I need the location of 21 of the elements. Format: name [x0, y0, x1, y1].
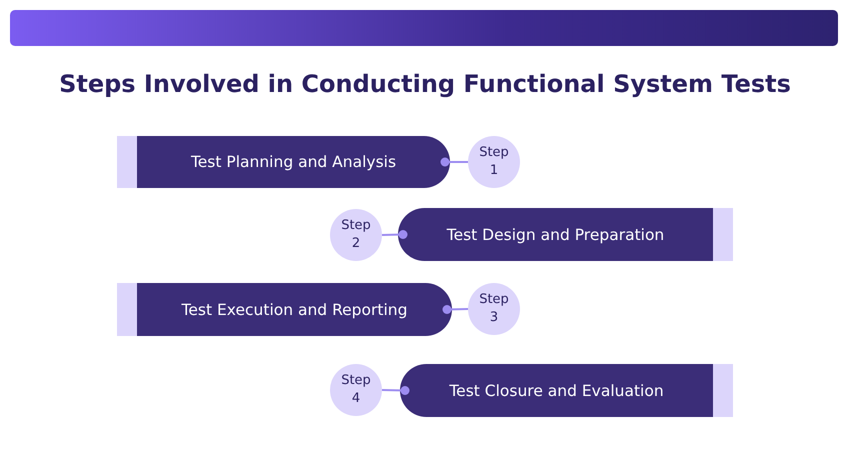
- step-title: Test Closure and Evaluation: [449, 382, 664, 400]
- connector-line: [440, 158, 468, 166]
- step-label: Step 2: [340, 217, 372, 253]
- step-banner: [137, 283, 452, 336]
- step-banner: [398, 208, 713, 261]
- step-title: Test Design and Preparation: [446, 226, 664, 244]
- step-banner: [137, 136, 450, 188]
- step-title: Test Execution and Reporting: [182, 300, 408, 318]
- step-circle: [468, 136, 520, 188]
- step-label: Step 3: [478, 291, 510, 327]
- step-circle: [330, 209, 382, 261]
- step-label: Step 1: [478, 144, 510, 180]
- step-circle: [330, 364, 382, 416]
- step-title: Test Planning and Analysis: [190, 153, 396, 171]
- step-banner: [400, 364, 713, 417]
- connector-line: [442, 305, 468, 314]
- connector-line: [382, 230, 408, 239]
- diagram-title: Steps Involved in Conducting Functional System Tests: [58, 70, 792, 98]
- connector-line: [382, 386, 410, 395]
- step-circle: [468, 283, 520, 335]
- step-label: Step 4: [340, 372, 372, 408]
